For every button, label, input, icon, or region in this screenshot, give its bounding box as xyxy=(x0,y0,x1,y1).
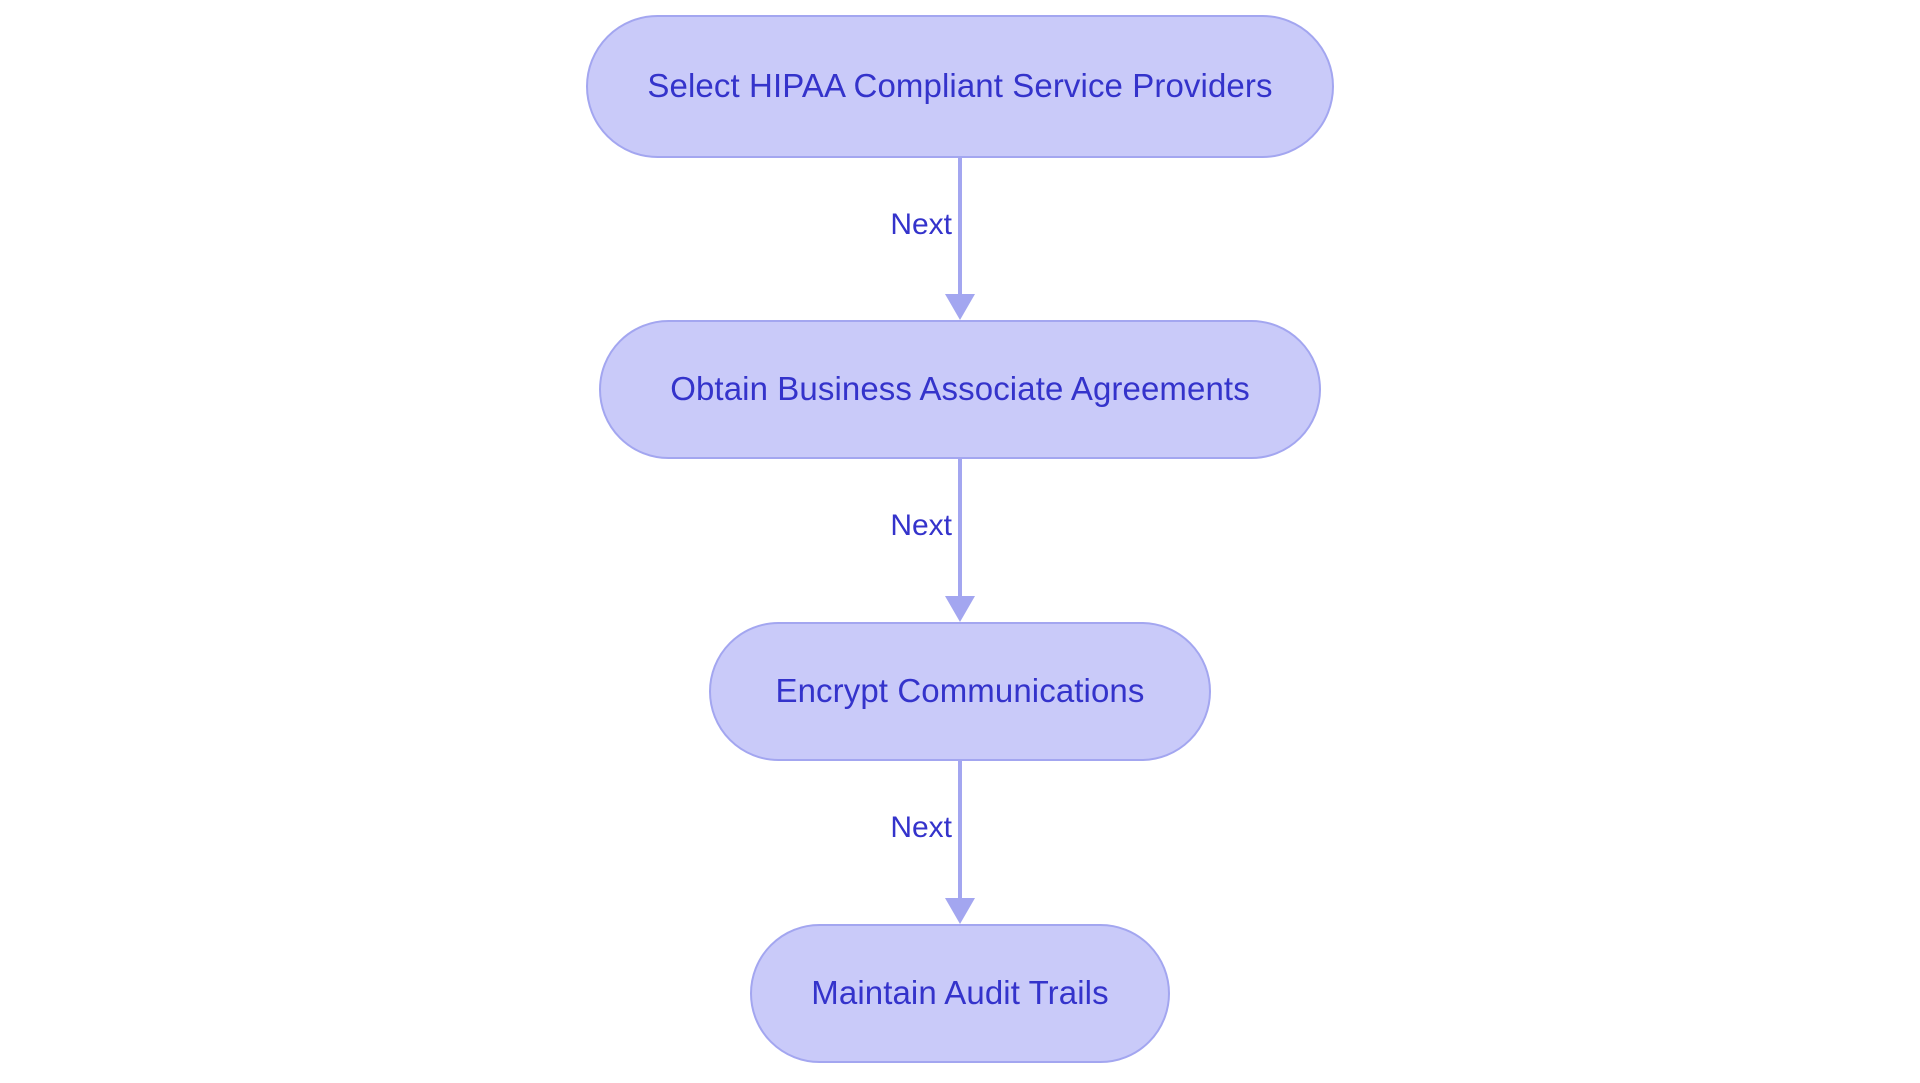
edge-line xyxy=(958,158,962,294)
arrow-down-icon xyxy=(945,596,975,622)
node-label: Encrypt Communications xyxy=(775,672,1145,710)
edge-label: Next xyxy=(888,207,958,243)
flowchart-node-encrypt-communications[interactable]: Encrypt Communications xyxy=(709,622,1211,761)
node-label: Maintain Audit Trails xyxy=(811,974,1109,1012)
flowchart-edge-node1-to-node2: Next xyxy=(888,158,1020,320)
flowchart-node-select-hipaa-compliant-service-providers[interactable]: Select HIPAA Compliant Service Providers xyxy=(586,15,1334,158)
node-label: Obtain Business Associate Agreements xyxy=(670,370,1250,408)
flowchart-node-obtain-business-associate-agreements[interactable]: Obtain Business Associate Agreements xyxy=(599,320,1321,459)
edge-line xyxy=(958,459,962,596)
flowchart-edge-node3-to-node4: Next xyxy=(888,761,1020,924)
arrow-down-icon xyxy=(945,898,975,924)
edge-label: Next xyxy=(888,508,958,544)
node-label: Select HIPAA Compliant Service Providers xyxy=(647,67,1273,105)
edge-label: Next xyxy=(888,810,958,846)
edge-line xyxy=(958,761,962,898)
arrow-down-icon xyxy=(945,294,975,320)
flowchart-node-maintain-audit-trails[interactable]: Maintain Audit Trails xyxy=(750,924,1170,1063)
flowchart-edge-node2-to-node3: Next xyxy=(888,459,1020,622)
